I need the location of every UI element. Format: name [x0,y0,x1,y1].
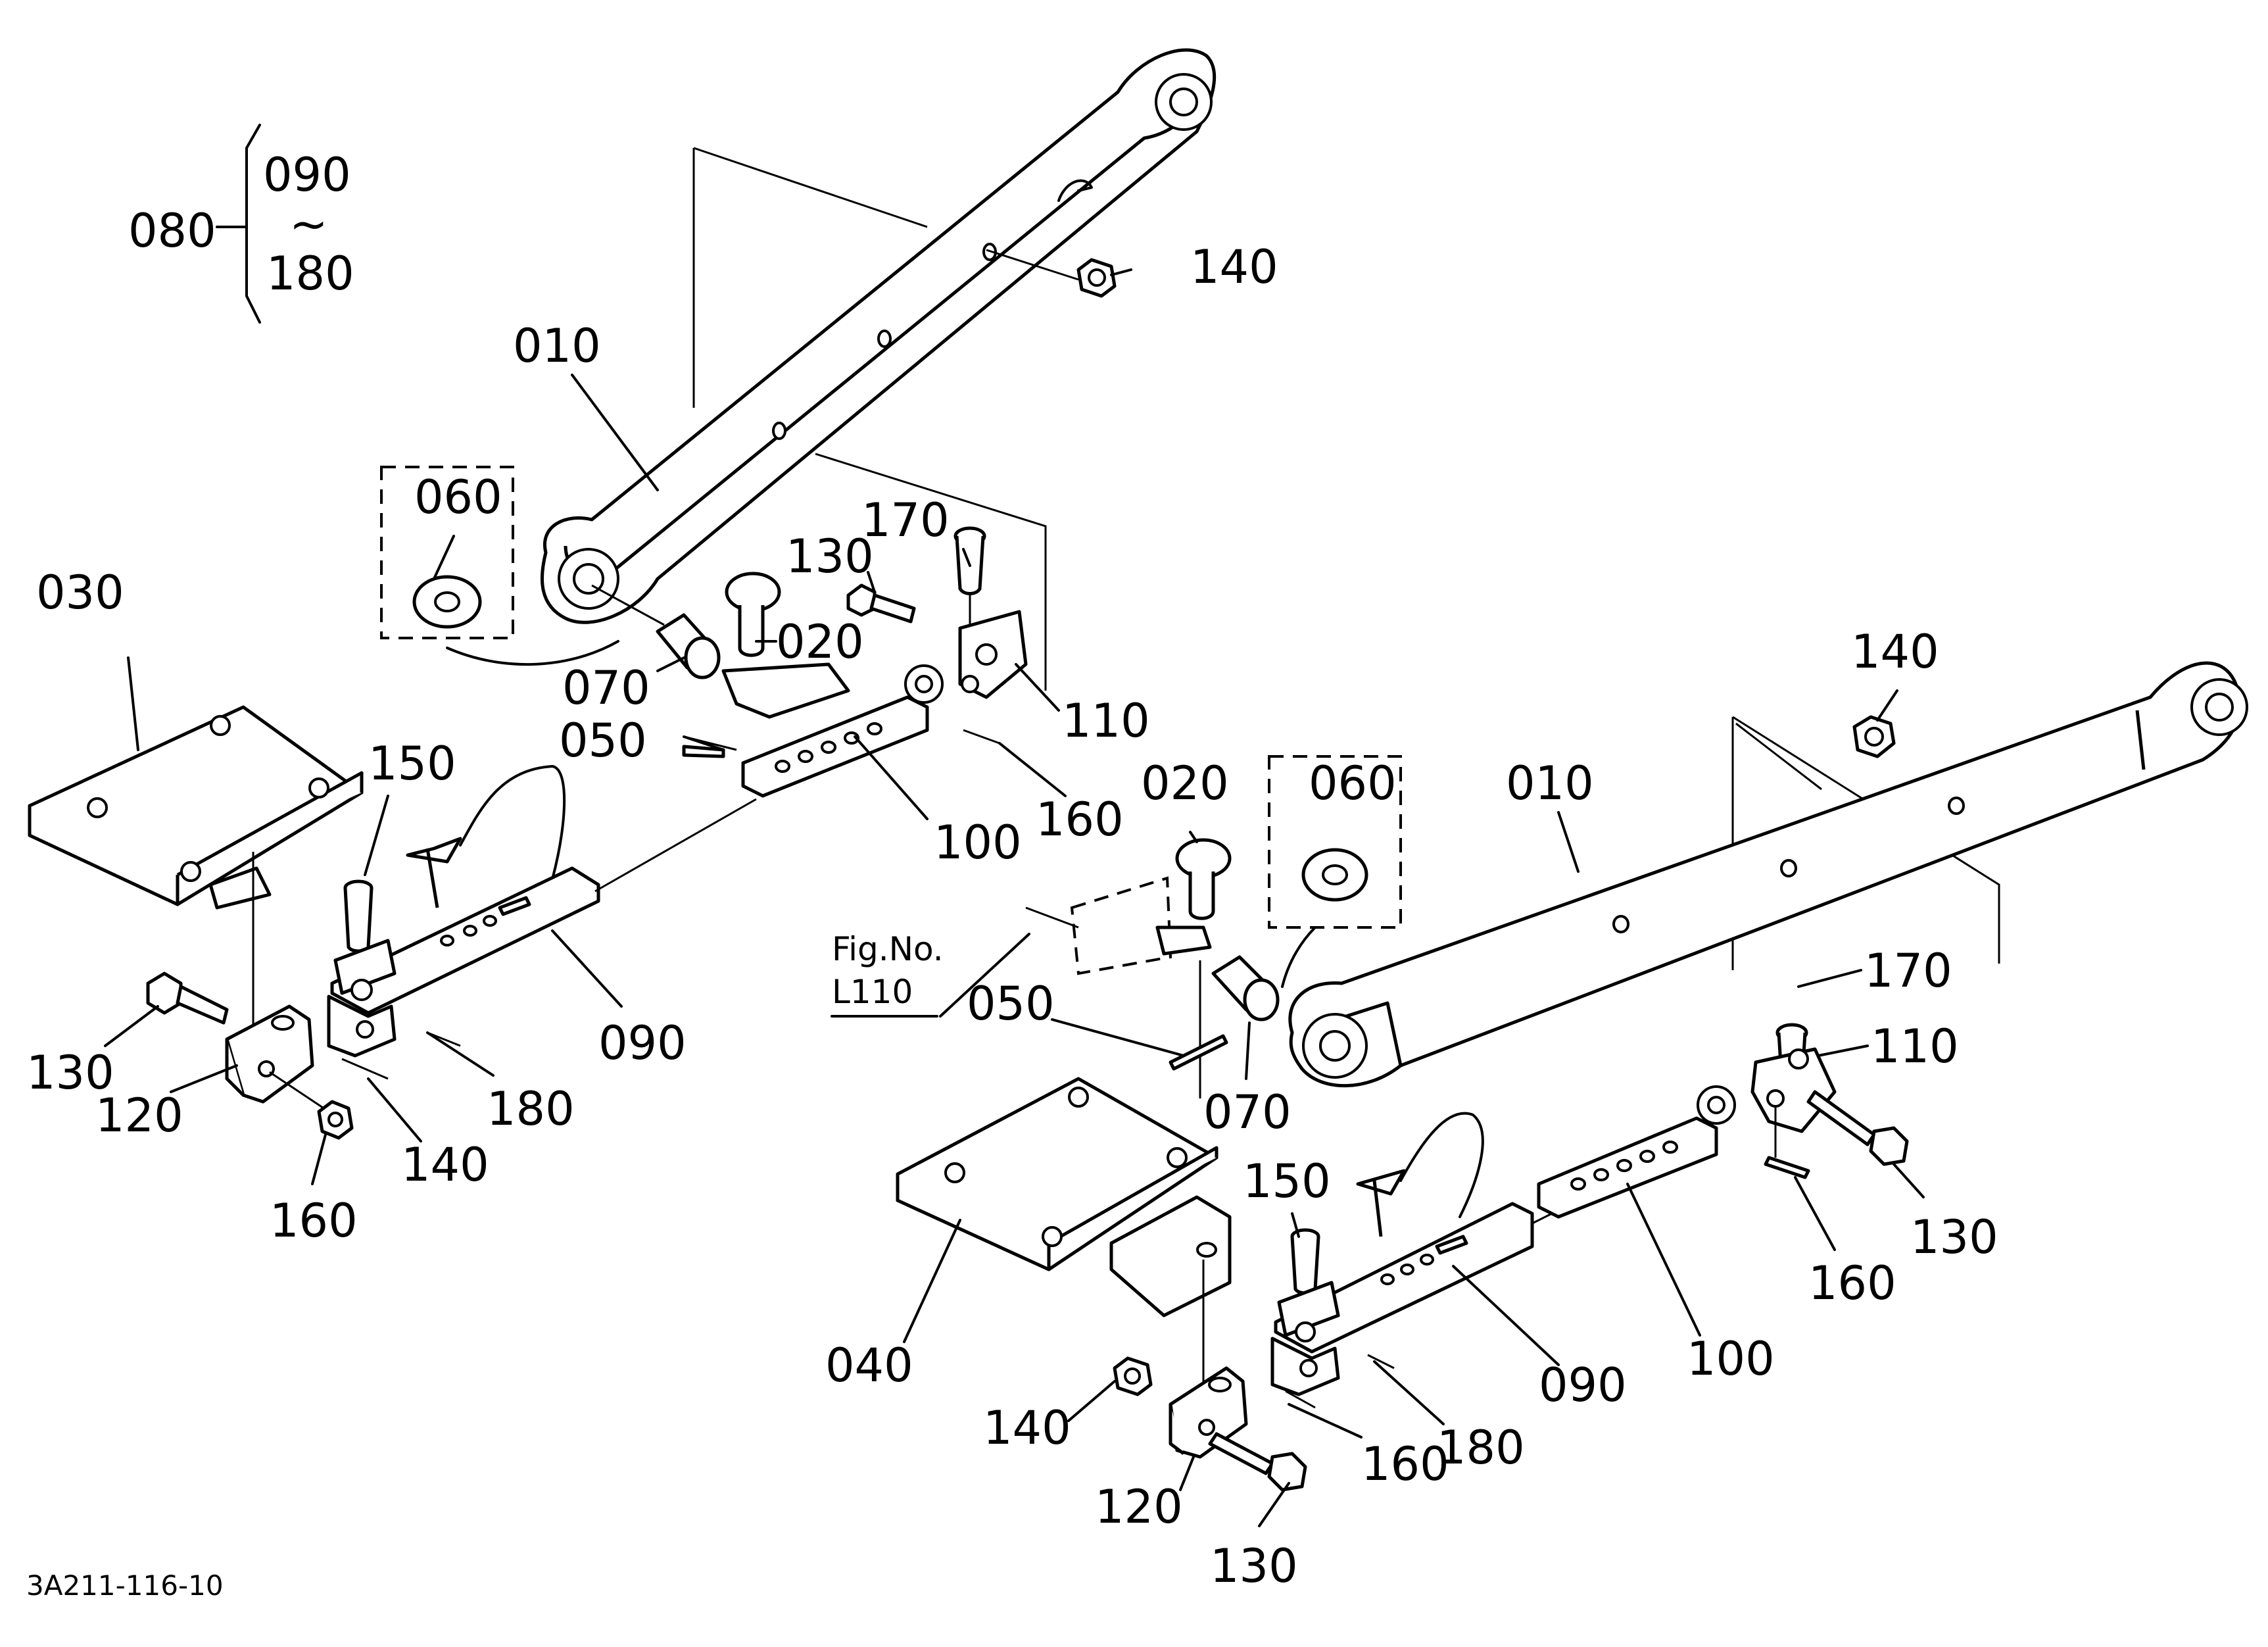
callout: 100 [934,816,1022,870]
callout: 150 [1243,1154,1331,1208]
left-mounting-plate [28,705,364,1049]
left-upper-clevis [958,610,1028,699]
figure-reference: Fig.No. L110 [831,930,944,1018]
callout: 180 [487,1082,575,1136]
callout: 010 [1506,756,1594,810]
callout: 050 [967,977,1055,1031]
callout: 090 [598,1016,687,1070]
callout: 130 [1210,1539,1298,1593]
callout: 020 [1141,756,1229,810]
left-turnbuckle-rod [741,664,1000,798]
right-upper-bolt [1774,1090,1909,1166]
callout: 020 [776,615,864,669]
callout: 160 [270,1194,358,1248]
document-code: 3A211-116-10 [26,1569,224,1602]
callout: 090 [1539,1358,1627,1412]
right-upper-clevis [1750,1047,1837,1133]
left-lower-link-arm [540,48,1217,624]
right-bushing [1211,955,1280,1021]
callout: 120 [1095,1480,1183,1534]
right-chain-pin [1356,1112,1484,1237]
callout: 070 [562,661,650,715]
left-stabilizer-bar [327,798,757,1080]
left-bushing [591,584,721,679]
group-id-label: 080 [128,204,216,258]
right-pin-assembly [1025,838,1232,1098]
callout: 130 [786,529,874,583]
group-label: 080 090 ~ 180 [128,148,354,301]
group-range-start: 090 [263,148,351,202]
right-mounting-plate [896,1077,1232,1388]
callout: 110 [1062,694,1150,748]
left-upper-bolt [846,583,916,624]
left-assembly [28,48,1217,1140]
right-assembly [896,661,2248,1492]
figure-reference-label: Fig.No. [832,930,944,968]
right-callouts: 140 010 060 020 050 070 170 110 130 160 … [825,625,1998,1593]
callout: 160 [1036,793,1124,847]
callout: 160 [1808,1256,1896,1310]
right-cotter-pin [1169,1034,1228,1071]
right-stabilizer-bar [1270,1202,1566,1409]
left-callouts: 010 060 030 070 050 020 130 170 110 100 … [26,240,1278,1248]
callout: 100 [1687,1332,1775,1386]
left-washer-box [380,466,514,639]
callout: 060 [414,470,502,524]
left-chain-pin [406,765,566,908]
callout: 050 [559,714,647,768]
callout: 180 [1437,1421,1525,1475]
callout: 140 [983,1401,1071,1455]
left-guide-arrow [446,640,619,666]
callout: 130 [26,1046,114,1100]
right-upper-cotter [1764,1156,1810,1179]
right-lower-bracket [1113,1356,1307,1492]
callout: 150 [368,737,456,791]
callout: 140 [401,1138,489,1192]
callout: 010 [513,319,601,373]
callout: 140 [1851,625,1939,679]
callout: 120 [95,1089,183,1143]
right-turnbuckle-rod [1537,1085,1736,1219]
leader-lines [104,124,1925,1527]
callout: 040 [825,1339,913,1392]
callout: 030 [36,566,124,620]
group-range-separator: ~ [289,197,328,251]
left-reference-planes [692,147,1047,691]
figure-reference-number: L110 [832,973,913,1011]
left-lower-bracket [146,971,354,1140]
callout: 140 [1190,240,1278,294]
callout: 170 [861,493,950,547]
left-pin-assembly [682,572,850,758]
group-range-end: 180 [266,247,354,301]
right-lower-link-arm [1288,661,2248,1088]
callout: 060 [1309,756,1397,810]
right-washer-box [1268,755,1402,929]
callout: 110 [1871,1020,1959,1073]
callout: 130 [1910,1210,1998,1264]
right-upper-nut [1852,715,1896,758]
left-upper-nut [986,249,1117,298]
callout: 170 [1864,944,1952,998]
callout: 160 [1361,1437,1449,1491]
left-lock-pin [953,526,986,631]
callout: 070 [1203,1085,1291,1139]
right-guide-arrow [1281,926,1316,988]
